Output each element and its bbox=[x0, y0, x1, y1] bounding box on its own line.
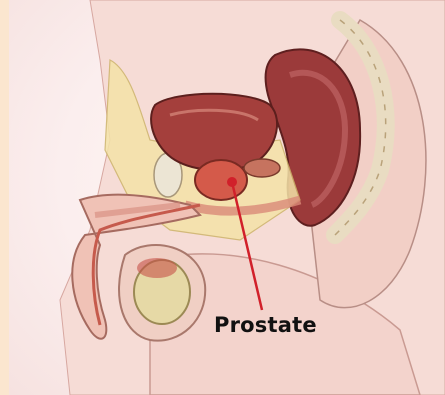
prostate-label: Prostate bbox=[214, 313, 317, 337]
seminal-vesicle bbox=[244, 159, 280, 177]
prostate-organ bbox=[195, 160, 247, 200]
